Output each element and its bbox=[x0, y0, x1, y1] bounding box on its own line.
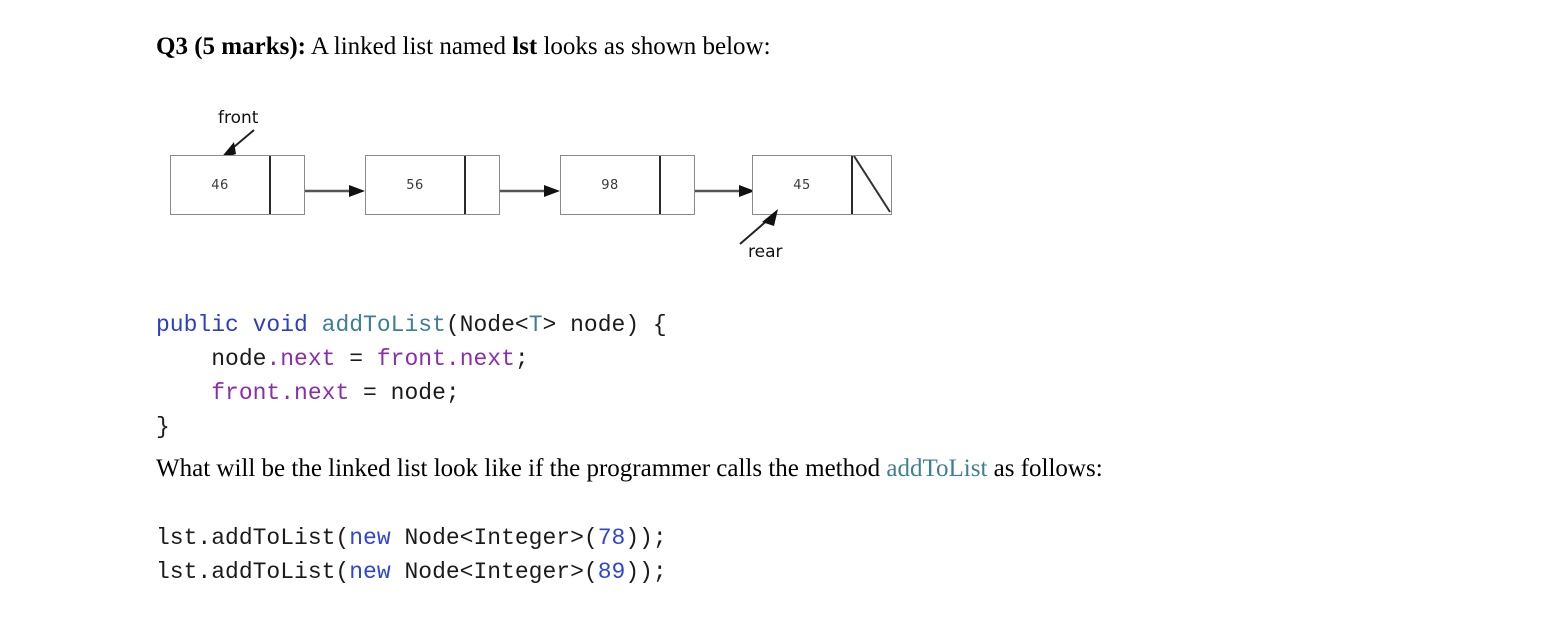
node-3-value: 45 bbox=[753, 156, 853, 214]
call2-prefix: lst.addToList( bbox=[156, 559, 350, 585]
code-line3-lhs: front.next bbox=[211, 380, 350, 406]
code-line3-rhs: node bbox=[390, 380, 446, 406]
code-params-open: (Node< bbox=[445, 312, 529, 338]
prose-text-before: What will be the linked list look like i… bbox=[156, 455, 887, 482]
call2-argument-value: 89 bbox=[597, 559, 626, 585]
rear-pointer-arrow-icon bbox=[736, 208, 784, 246]
node-1-next-cell bbox=[466, 156, 499, 214]
connector-arrow-1-icon bbox=[500, 185, 562, 197]
call2-middle: Node<Integer>( bbox=[390, 559, 598, 585]
list-node-3: 45 bbox=[752, 155, 892, 215]
code-line2-semicolon: ; bbox=[514, 346, 529, 372]
call2-suffix: )); bbox=[625, 559, 667, 585]
call1-suffix: )); bbox=[625, 525, 667, 551]
code-block-calls: lst.addToList(new Node<Integer>(78)); ls… bbox=[156, 521, 667, 589]
list-node-2: 98 bbox=[560, 155, 695, 215]
code-line3-semicolon: ; bbox=[445, 380, 460, 406]
rear-pointer-label: rear bbox=[748, 242, 783, 262]
prose-method-reference: addToList bbox=[886, 455, 988, 482]
question-list-name: lst bbox=[512, 33, 538, 60]
call1-prefix: lst.addToList( bbox=[156, 525, 350, 551]
code-line2-object: node bbox=[211, 346, 267, 372]
code-keyword-public-void: public void bbox=[156, 312, 322, 338]
call1-argument-value: 78 bbox=[597, 525, 626, 551]
connector-arrow-2-icon bbox=[695, 185, 757, 197]
code-line3-indent bbox=[156, 380, 211, 406]
code-line3-operator: = bbox=[349, 380, 391, 406]
code-line2-rhs: front.next bbox=[376, 346, 515, 372]
question-label: Q3 (5 marks): bbox=[156, 33, 306, 60]
code-line2-indent bbox=[156, 346, 211, 372]
code-line2-operator: = bbox=[335, 346, 377, 372]
code-generic-type: T bbox=[528, 312, 543, 338]
question-text-after: looks as shown below: bbox=[537, 33, 771, 60]
code-params-close: > node) { bbox=[542, 312, 667, 338]
front-pointer-arrow-icon bbox=[214, 128, 260, 162]
node-2-next-cell bbox=[661, 156, 694, 214]
linked-list-diagram: front 46 56 98 bbox=[156, 100, 916, 280]
code-line2-field: .next bbox=[266, 346, 336, 372]
prose-sentence: What will be the linked list look like i… bbox=[156, 452, 1103, 486]
prose-text-after: as follows: bbox=[987, 455, 1103, 482]
front-pointer-label: front bbox=[218, 108, 259, 128]
question-heading: Q3 (5 marks): A linked list named lst lo… bbox=[156, 30, 771, 64]
call1-middle: Node<Integer>( bbox=[390, 525, 598, 551]
question-text-before: A linked list named bbox=[305, 33, 513, 60]
connector-arrow-0-icon bbox=[305, 185, 367, 197]
node-0-value: 46 bbox=[171, 156, 271, 214]
code-method-name: addToList bbox=[321, 312, 446, 338]
code-closing-brace: } bbox=[156, 414, 170, 440]
list-node-1: 56 bbox=[365, 155, 500, 215]
node-2-value: 98 bbox=[561, 156, 661, 214]
code-block-addtolist: public void addToList(Node<T> node) { no… bbox=[156, 308, 667, 444]
node-3-null-marker-icon bbox=[853, 156, 891, 214]
call1-new-keyword: new bbox=[349, 525, 391, 551]
list-node-0: 46 bbox=[170, 155, 305, 215]
node-1-value: 56 bbox=[366, 156, 466, 214]
node-0-next-cell bbox=[271, 156, 304, 214]
call2-new-keyword: new bbox=[349, 559, 391, 585]
